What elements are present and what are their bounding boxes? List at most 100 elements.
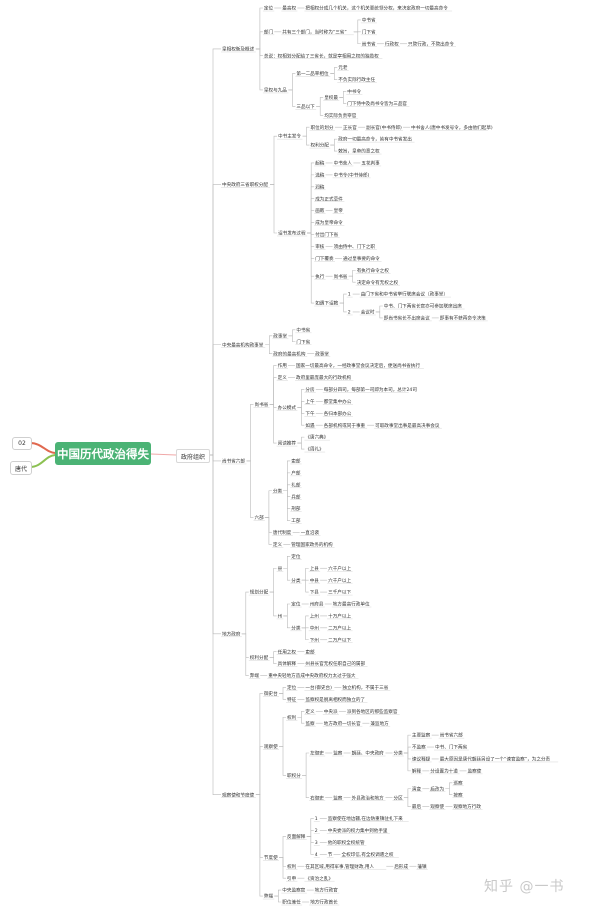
- mind-map-node[interactable]: 主要监察: [412, 732, 431, 739]
- mind-map-node[interactable]: 皇权与九品: [264, 87, 287, 94]
- mind-map-node[interactable]: 演变: [412, 785, 422, 792]
- mind-map-node[interactable]: 管理国家政务的机构: [291, 541, 333, 548]
- mind-map-node[interactable]: 观察使: [264, 743, 278, 750]
- mind-map-node[interactable]: 唐代制度: [273, 529, 292, 536]
- mind-map-node[interactable]: 执行: [315, 273, 325, 280]
- mind-map-node[interactable]: 润稿: [315, 183, 325, 190]
- mind-map-node[interactable]: 兵部: [291, 493, 301, 500]
- mind-map-node[interactable]: 3: [315, 840, 318, 846]
- mind-map-node[interactable]: 定义: [278, 374, 288, 381]
- mind-map-node[interactable]: 在其区域,用得军事,管理财政,用人: [305, 863, 374, 870]
- mind-map-node[interactable]: 如遇: [305, 422, 315, 429]
- mind-map-node[interactable]: 2: [348, 310, 351, 316]
- mind-map-node[interactable]: 监察使在地边疆,在边防重镇驻扎下来: [328, 815, 403, 822]
- mind-map-node[interactable]: 职权分: [287, 772, 301, 779]
- mind-map-node[interactable]: 解释: [412, 767, 422, 774]
- mind-map-node[interactable]: 二万户以下: [328, 636, 351, 643]
- mind-map-node[interactable]: 第一二品宰相位: [296, 70, 329, 77]
- mind-map-node[interactable]: 敕旨，皇帝的意之权: [338, 148, 380, 155]
- mind-map-node[interactable]: 观察地方行政: [453, 803, 481, 810]
- mind-map-node[interactable]: 中书令: [347, 88, 361, 95]
- mind-map-node[interactable]: 中书舍人(唐中书发号令，多由他们起草): [411, 124, 493, 131]
- mind-map-node[interactable]: 1: [348, 292, 351, 298]
- mind-map-node[interactable]: 皇权最: [324, 94, 338, 101]
- mind-map-node[interactable]: 兼监地方: [370, 720, 389, 727]
- mind-map-node[interactable]: 工部: [291, 517, 301, 524]
- mind-map-node[interactable]: 总说：权相划分配给了三省长，就是宰相用之权的独揽权: [264, 52, 379, 59]
- mind-map-node[interactable]: 作用: [278, 362, 288, 369]
- mind-map-node[interactable]: 会议时: [361, 309, 375, 316]
- mind-map-node[interactable]: 成为正式草件: [315, 195, 343, 202]
- mind-map-node[interactable]: 刑部: [291, 505, 301, 512]
- mind-map-node[interactable]: 礼部: [291, 481, 301, 488]
- mind-map-node[interactable]: 观察使和节度使: [222, 791, 255, 798]
- mind-map-node[interactable]: 权利分配: [250, 654, 269, 661]
- mind-map-node[interactable]: 都堂集中办公: [324, 398, 352, 405]
- mind-map-node[interactable]: 中书、门下两省长官亦可参加联席出席: [384, 303, 463, 310]
- mind-map-node[interactable]: 分房: [305, 386, 315, 393]
- mind-map-node[interactable]: 办公模式: [278, 404, 297, 411]
- mind-map-node[interactable]: 不监察: [412, 744, 426, 751]
- mind-map-node[interactable]: 地方最高行政单位: [333, 601, 370, 608]
- mind-map-node[interactable]: 均实际负责宰官: [324, 112, 357, 119]
- mind-map-node[interactable]: 上午: [305, 398, 315, 405]
- mind-map-node[interactable]: 巡察: [453, 779, 463, 786]
- mind-map-node[interactable]: 三千户以下: [328, 589, 351, 596]
- mind-map-node[interactable]: 通过皇事要的命令: [343, 255, 380, 262]
- mind-map-node[interactable]: 监察: [305, 720, 315, 727]
- mind-map-node[interactable]: 4: [315, 852, 318, 858]
- mind-map-node[interactable]: 独立机构，不属于三省: [342, 684, 388, 691]
- mind-map-node[interactable]: 《唐六典》: [305, 434, 328, 441]
- mind-map-node[interactable]: 定位: [291, 601, 301, 608]
- mind-map-node[interactable]: 《资治之乱》: [305, 875, 333, 882]
- mind-map-node[interactable]: 户部: [291, 469, 301, 476]
- mind-map-node[interactable]: 阅读推荐: [278, 440, 297, 447]
- mind-map-node[interactable]: 由门下省和中书省举行联席会议（政事堂）: [361, 291, 448, 298]
- mind-map-node[interactable]: 按察: [453, 791, 463, 798]
- mind-map-node[interactable]: 下州: [310, 637, 320, 643]
- mind-map-node[interactable]: 最大原因是唐代朝廷另设了一个“谏官监察”，为之分责: [440, 756, 551, 763]
- mind-map-node[interactable]: 选稿: [315, 171, 325, 178]
- mind-map-node[interactable]: 门下侍中及尚书令皆为三品官: [347, 100, 407, 107]
- mind-map-node[interactable]: 监察使: [468, 767, 482, 774]
- mind-map-node[interactable]: 节度使: [264, 854, 278, 861]
- mind-map-node[interactable]: 职位兼任: [282, 899, 301, 906]
- mind-map-node[interactable]: 六部: [255, 514, 265, 521]
- mind-map-node[interactable]: 五花判事: [361, 160, 380, 167]
- mind-map-node[interactable]: 元老: [338, 64, 348, 71]
- mind-map-node[interactable]: 六千户以上: [328, 577, 351, 584]
- mind-map-node[interactable]: 一直沿袭: [301, 529, 320, 536]
- mind-map-node[interactable]: 监察: [333, 750, 343, 757]
- mind-map-node[interactable]: 中州: [310, 624, 320, 631]
- mind-map-node[interactable]: 皇相权衡及概述: [222, 46, 255, 53]
- mind-map-node[interactable]: 2: [315, 828, 318, 834]
- mind-map-node[interactable]: 观察使: [430, 803, 444, 810]
- root-title[interactable]: 中国历代政治得失: [55, 442, 151, 465]
- mind-map-node[interactable]: 定位: [264, 5, 274, 12]
- mind-map-node[interactable]: 全权印信,有全权调遣之权: [341, 851, 393, 858]
- mind-map-node[interactable]: 具体解释: [278, 660, 297, 667]
- mind-map-node[interactable]: 左御史: [310, 750, 324, 757]
- mind-map-node[interactable]: 中央监察官: [282, 887, 305, 894]
- mind-map-node[interactable]: 弊端: [250, 672, 260, 679]
- mind-map-node[interactable]: 他的职权全权统管: [328, 839, 365, 846]
- mind-map-node[interactable]: 付出门下省: [315, 231, 338, 238]
- mind-map-node[interactable]: 部门: [264, 28, 274, 35]
- mind-map-node[interactable]: 分类: [273, 487, 283, 494]
- mind-map-node[interactable]: 派到各地区的那些监察官: [347, 708, 398, 715]
- mind-map-node[interactable]: 吏部: [291, 458, 301, 465]
- mind-map-node[interactable]: 定义: [273, 541, 283, 548]
- mind-map-node[interactable]: 分类: [291, 624, 301, 631]
- mind-map-node[interactable]: 中央政府三省职权分配: [222, 181, 268, 188]
- mind-map-node[interactable]: 尚书省: [362, 40, 376, 47]
- mind-map-node[interactable]: 监察权是脱离相权而独立的了: [305, 696, 365, 703]
- mind-map-node[interactable]: 重中央轻地方造成中央政府权力太过于强大: [268, 672, 356, 679]
- mind-map-node[interactable]: 定位: [287, 684, 297, 691]
- mind-map-node[interactable]: 地方政府: [222, 630, 241, 637]
- mind-map-node[interactable]: 分设置为十道: [430, 767, 458, 774]
- mind-map-node[interactable]: 政事堂: [273, 332, 287, 339]
- mind-map-node[interactable]: 政府的最高机构: [273, 350, 306, 357]
- mind-map-node[interactable]: 上县: [310, 565, 320, 572]
- mind-map-node[interactable]: 中书、门下两省: [435, 744, 468, 751]
- mind-map-node[interactable]: 中书主发令: [278, 133, 301, 140]
